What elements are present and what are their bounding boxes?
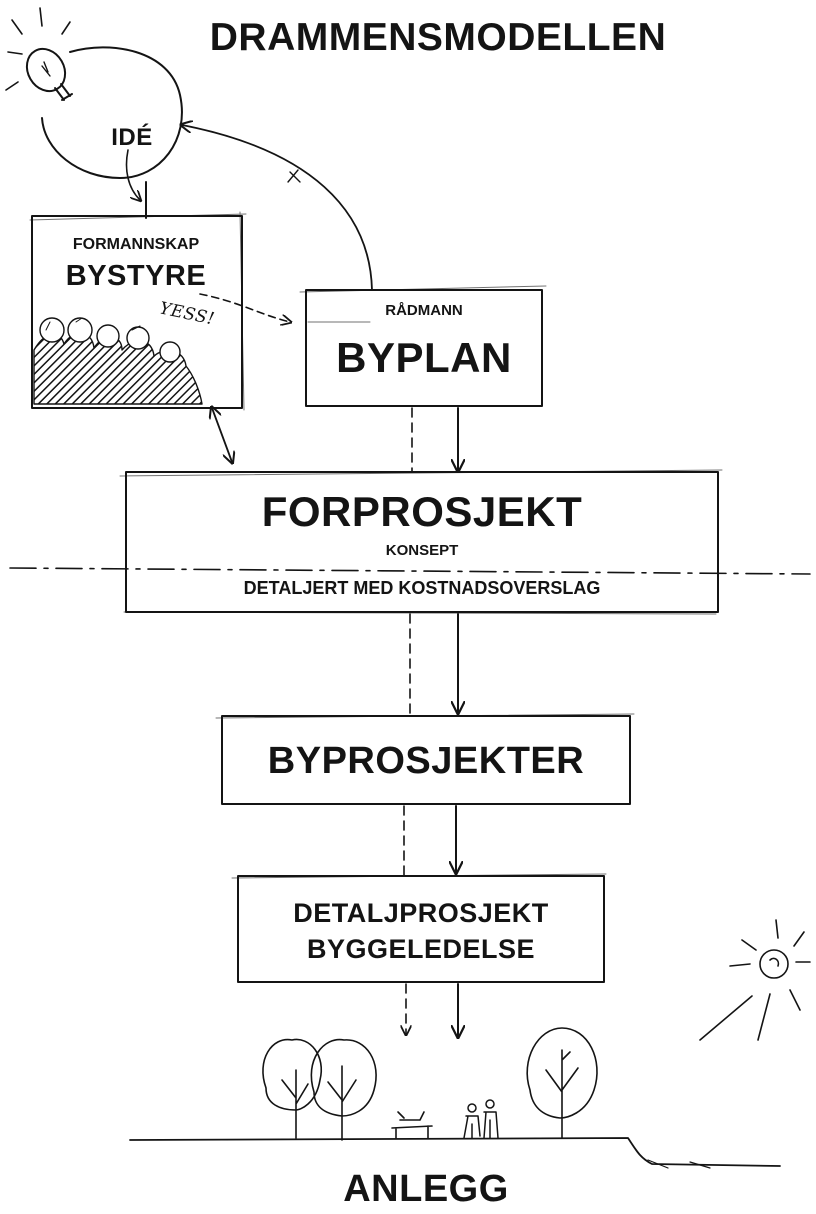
crowd-illustration xyxy=(33,317,203,405)
detaljprosjekt-label: DETALJPROSJEKT xyxy=(293,898,549,928)
konsept-label: KONSEPT xyxy=(385,542,459,559)
boundary-line xyxy=(9,567,811,575)
byggeledelse-label: BYGGELEDELSE xyxy=(306,934,536,964)
radmann-label: RÅDMANN xyxy=(385,302,463,319)
council-forprosjekt-arrow xyxy=(212,408,232,462)
bystyre-label: BYSTYRE xyxy=(65,260,207,292)
formannskap-label: FORMANNSKAP xyxy=(72,236,200,253)
diagram-title: DRAMMENSMODELLEN xyxy=(209,16,667,59)
ide-to-council-arrow xyxy=(125,149,141,200)
people-icon xyxy=(463,1099,499,1139)
council-to-byplan-arrow xyxy=(199,293,290,322)
detaljprosjekt-box xyxy=(237,875,605,983)
byplan-box xyxy=(305,289,543,407)
byplan-label: BYPLAN xyxy=(336,334,512,381)
byprosjekter-label: BYPROSJEKTER xyxy=(267,740,585,782)
tree-icon xyxy=(262,1038,323,1139)
detaljert-label: DETALJERT MED KOSTNADSOVERSLAG xyxy=(243,578,601,598)
forprosjekt-label: FORPROSJEKT xyxy=(261,488,583,535)
ground-line xyxy=(129,1137,781,1167)
forprosjekt-box xyxy=(125,471,719,613)
sun-icon xyxy=(699,919,811,1041)
lightbulb-icon xyxy=(5,7,73,101)
feedback-arrow xyxy=(182,125,373,291)
tree-icon xyxy=(310,1038,377,1141)
tree-icon xyxy=(526,1027,598,1139)
ide-label: IDÉ xyxy=(111,124,153,151)
anlegg-label: ANLEGG xyxy=(343,1168,509,1210)
ide-circle xyxy=(41,46,183,179)
bench-icon xyxy=(391,1111,433,1139)
